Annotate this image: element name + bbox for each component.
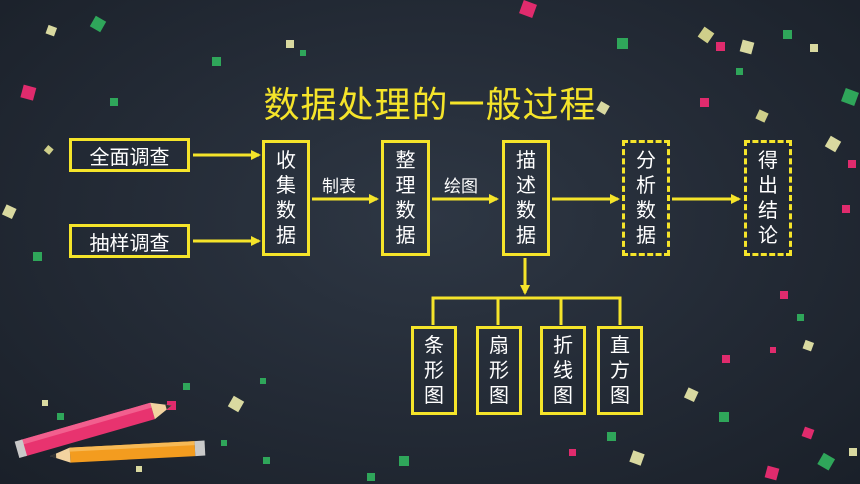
node-text: 结 [758,198,778,222]
node-text: 直 [610,333,630,357]
node-text: 据 [276,223,296,247]
node-analyze-data: 分 析 数 据 [622,140,670,256]
diagram-title: 数据处理的一般过程 [263,85,597,126]
node-text: 图 [489,383,509,407]
node-text: 描 [516,148,536,172]
connector-chart-types [431,296,622,325]
node-pie-chart: 扇 形 图 [476,326,522,415]
node-organize-data: 整 理 数 据 [381,140,430,256]
node-histogram: 直 方 图 [597,326,643,415]
node-draw-conclusion: 得 出 结 论 [744,140,792,256]
node-text: 得 [758,148,778,172]
node-sample-survey: 抽样调查 [69,224,190,258]
pencil-pink-icon [14,402,172,459]
node-full-survey: 全面调查 [69,138,190,172]
node-text: 集 [276,173,296,197]
node-text: 析 [636,173,656,197]
node-text: 出 [758,173,778,197]
node-text: 图 [424,383,444,407]
node-text: 据 [395,223,416,247]
node-text: 分 [636,148,656,172]
edge-label-tabulate: 制表 [322,177,356,197]
node-text: 形 [424,358,444,382]
node-text: 图 [553,383,573,407]
node-text: 述 [516,173,536,197]
node-text: 理 [395,173,416,197]
node-bar-chart: 条 形 图 [411,326,457,415]
node-text: 折 [553,333,573,357]
node-text: 图 [610,383,630,407]
node-text: 线 [553,358,573,382]
node-text: 据 [516,223,536,247]
node-describe-data: 描 述 数 据 [502,140,550,256]
node-text: 数 [395,198,416,222]
node-text: 数 [276,198,296,222]
node-text: 条 [424,333,444,357]
node-text: 方 [610,358,630,382]
node-text: 数 [636,198,656,222]
edge-label-draw: 绘图 [444,177,478,197]
node-text: 数 [516,198,536,222]
node-line-chart: 折 线 图 [540,326,586,415]
node-text: 扇 [489,333,509,357]
node-text: 论 [758,223,778,247]
node-collect-data: 收 集 数 据 [262,140,310,256]
pencil-orange-icon [50,440,206,463]
node-text: 形 [489,358,509,382]
node-text: 整 [395,148,416,172]
node-text: 据 [636,223,656,247]
node-text: 收 [276,148,296,172]
